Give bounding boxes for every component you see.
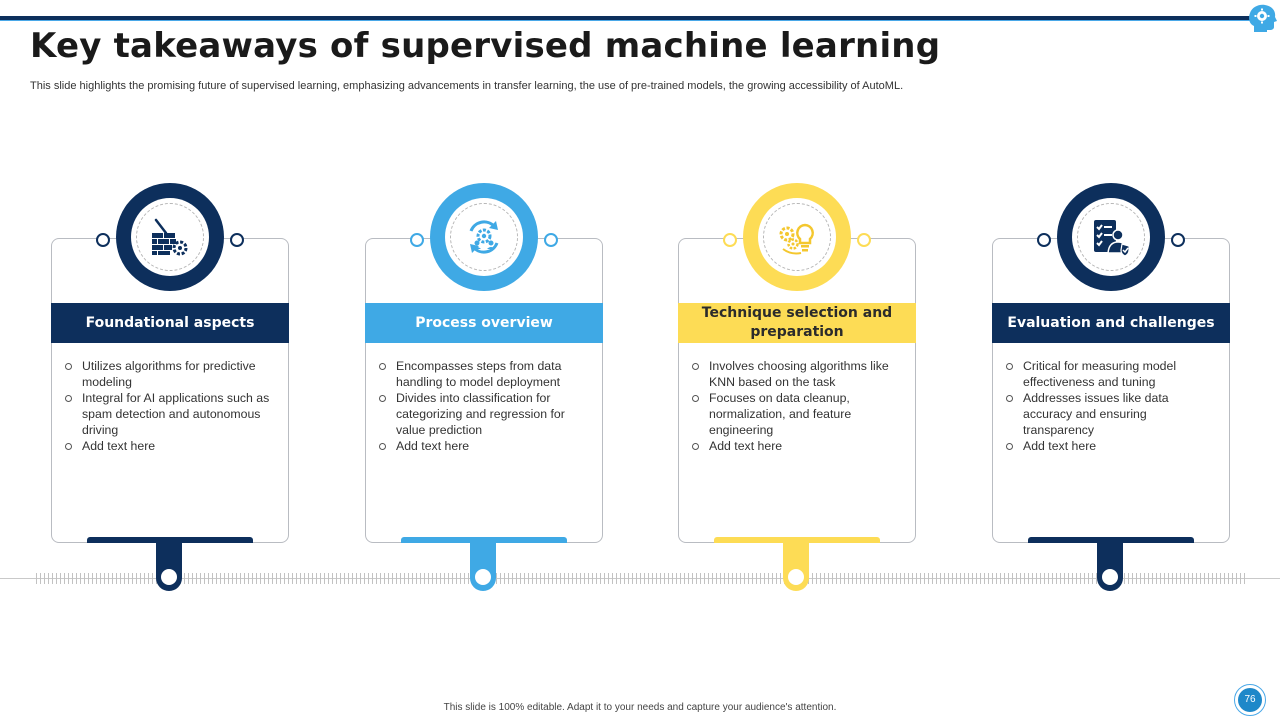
timeline-node: [1102, 569, 1118, 585]
timeline-node: [475, 569, 491, 585]
timeline-ticks: [36, 573, 1246, 584]
list-item: Focuses on data cleanup, normalization, …: [692, 390, 904, 438]
list-item: Add text here: [379, 438, 591, 454]
card-technique-selection: Technique selection and preparation Invo…: [678, 183, 916, 593]
algorithm-wall-icon: [152, 218, 188, 256]
page-number: 76: [1238, 688, 1262, 712]
slide-subtitle: This slide highlights the promising futu…: [30, 80, 904, 92]
page-number-badge: 76: [1234, 684, 1266, 716]
timeline-node: [161, 569, 177, 585]
footer-note: This slide is 100% editable. Adapt it to…: [443, 702, 837, 713]
card-heading: Evaluation and challenges: [992, 303, 1230, 343]
top-accent-bar: [0, 16, 1262, 20]
card-bullet-list: Encompasses steps from data handling to …: [379, 358, 591, 454]
card-evaluation-challenges: Evaluation and challenges Critical for m…: [992, 183, 1230, 593]
top-accent-line: [0, 20, 1262, 21]
ring-knob-right: [230, 233, 244, 247]
icon-ring: [743, 183, 851, 291]
card-heading: Technique selection and preparation: [678, 303, 916, 343]
list-item: Add text here: [65, 438, 277, 454]
list-item: Divides into classification for categori…: [379, 390, 591, 438]
gear-lightbulb-icon: [779, 223, 814, 255]
icon-ring: [430, 183, 538, 291]
icon-ring: [1057, 183, 1165, 291]
card-heading: Process overview: [365, 303, 603, 343]
card-foundational-aspects: Foundational aspects Utilizes algorithms…: [51, 183, 289, 593]
list-item: Addresses issues like data accuracy and …: [1006, 390, 1218, 438]
list-item: Add text here: [692, 438, 904, 454]
ring-knob-left: [723, 233, 737, 247]
list-item: Critical for measuring model effectivene…: [1006, 358, 1218, 390]
card-bullet-list: Involves choosing algorithms like KNN ba…: [692, 358, 904, 454]
brain-gear-logo-icon: [1249, 4, 1277, 32]
checklist-user-icon: [1094, 220, 1130, 257]
list-item: Encompasses steps from data handling to …: [379, 358, 591, 390]
slide-title: Key takeaways of supervised machine lear…: [30, 26, 941, 66]
list-item: Add text here: [1006, 438, 1218, 454]
ring-knob-right: [857, 233, 871, 247]
list-item: Utilizes algorithms for predictive model…: [65, 358, 277, 390]
process-cycle-icon: [469, 220, 499, 254]
card-bullet-list: Critical for measuring model effectivene…: [1006, 358, 1218, 454]
list-item: Integral for AI applications such as spa…: [65, 390, 277, 438]
card-heading: Foundational aspects: [51, 303, 289, 343]
ring-knob-left: [96, 233, 110, 247]
ring-knob-right: [1171, 233, 1185, 247]
card-process-overview: Process overview Encompasses steps from …: [365, 183, 603, 593]
list-item: Involves choosing algorithms like KNN ba…: [692, 358, 904, 390]
ring-knob-left: [410, 233, 424, 247]
ring-knob-right: [544, 233, 558, 247]
timeline-node: [788, 569, 804, 585]
icon-ring: [116, 183, 224, 291]
card-bullet-list: Utilizes algorithms for predictive model…: [65, 358, 277, 454]
ring-knob-left: [1037, 233, 1051, 247]
